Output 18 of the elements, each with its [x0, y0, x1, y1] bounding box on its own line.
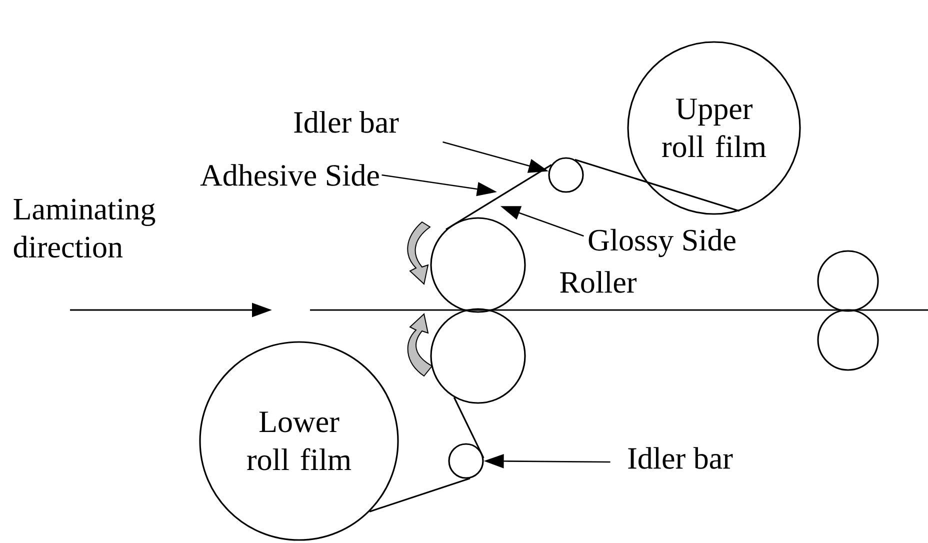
film-line — [574, 158, 740, 212]
film-line — [453, 397, 484, 458]
film-line — [446, 164, 552, 230]
callout-label: Idler bar — [292, 110, 400, 134]
idler-bar — [548, 157, 584, 193]
roller — [430, 308, 526, 404]
roller — [817, 309, 879, 371]
label: Laminating direction — [14, 198, 156, 258]
idler-bar — [448, 443, 484, 479]
label: Roller — [560, 271, 636, 293]
callout-label: Glossy Side — [586, 228, 738, 258]
callout-label: Idler bar — [626, 446, 734, 470]
roller — [430, 217, 526, 313]
film-roll: Lower roll film — [199, 341, 399, 541]
film-line — [369, 478, 470, 512]
callout-label: Adhesive Side — [199, 163, 381, 187]
film-roll: Upper roll film — [627, 41, 801, 215]
roller — [817, 250, 879, 312]
